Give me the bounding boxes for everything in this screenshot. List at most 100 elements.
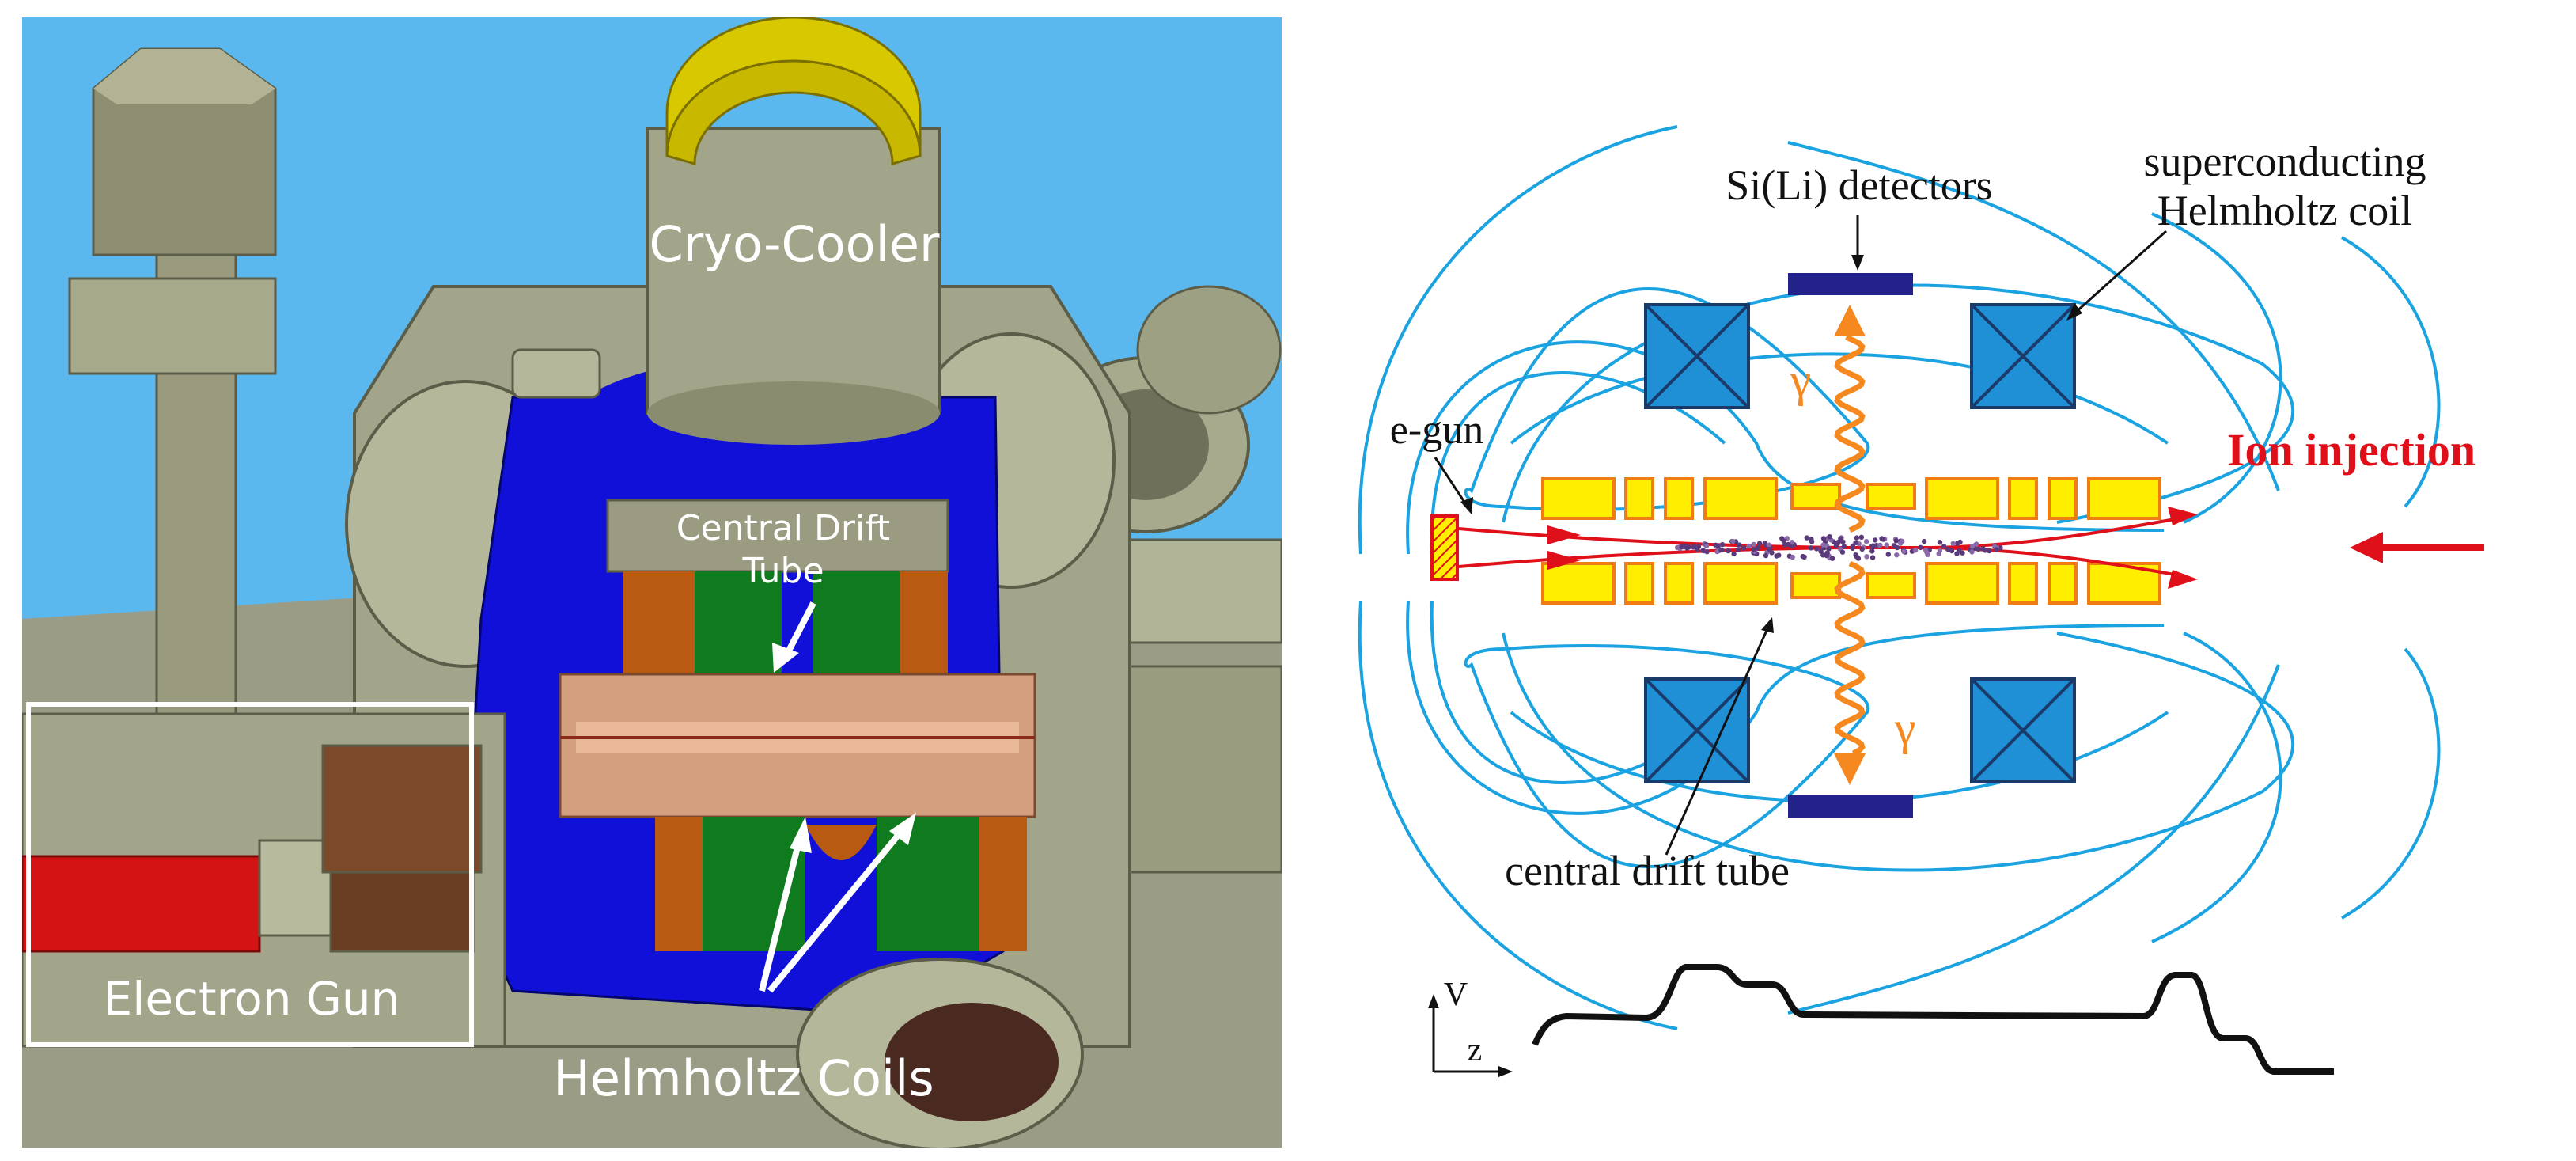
- field-line: [2341, 236, 2441, 508]
- ion-injection-arrow: [2350, 532, 2484, 563]
- ion-particle: [1891, 543, 1897, 548]
- ion-particle: [1864, 554, 1869, 560]
- cryo-cooler-label: Cryo-Cooler: [650, 215, 940, 273]
- ion-particle: [1821, 536, 1827, 541]
- ion-particle: [1827, 534, 1832, 540]
- beam-arrowhead-upper: [2168, 507, 2198, 525]
- ion-cloud: [1674, 534, 2003, 561]
- ion-particle: [1873, 537, 1878, 543]
- ion-particle: [1800, 553, 1805, 560]
- drift-tube-electrodes: [1541, 477, 2161, 605]
- field-line: [1406, 340, 2165, 555]
- helmholtz-coil-sections: [1644, 303, 2076, 783]
- central-drift-tube-label-line2: Tube: [741, 551, 824, 591]
- gamma-arrowhead-up: [1834, 305, 1866, 336]
- field-line: [2151, 632, 2282, 943]
- ion-particle: [1853, 540, 1858, 545]
- coil-section-top-right: [1970, 303, 2076, 409]
- field-line: [1787, 141, 2280, 491]
- coil-label-line1: superconducting: [2144, 138, 2426, 185]
- axis-v-label: V: [1444, 977, 1468, 1013]
- detector-bottom: [1788, 795, 1913, 818]
- cryo-cooler-tower: [511, 17, 941, 445]
- beam-arrowhead-lower: [2168, 570, 2198, 589]
- ion-particle: [1879, 536, 1885, 541]
- ion-particle: [1869, 548, 1875, 554]
- ion-particle: [1945, 546, 1951, 552]
- coil-section-top-left: [1644, 303, 1750, 409]
- ion-particle: [1731, 551, 1737, 557]
- ion-particle: [1751, 547, 1756, 552]
- ion-particle: [1994, 547, 1999, 552]
- coil-arrow-left-head: [790, 817, 812, 853]
- field-line: [2151, 212, 2282, 524]
- ion-particle: [1973, 541, 1979, 547]
- ion-particle: [1921, 538, 1927, 544]
- ion-particle: [1873, 543, 1879, 548]
- axis-v-arrowhead: [1428, 994, 1439, 1008]
- drift-tube-arrow: [782, 601, 816, 658]
- ion-particle: [1703, 543, 1710, 549]
- ion-particle: [1763, 552, 1769, 559]
- ion-particle: [1854, 535, 1860, 541]
- ion-particle: [1809, 539, 1815, 544]
- ion-particle: [1839, 549, 1846, 555]
- potential-curve: [1532, 964, 2334, 1075]
- ion-particle: [1674, 544, 1680, 551]
- field-line: [2341, 647, 2441, 920]
- ion-particle: [1987, 548, 1992, 554]
- ion-particle: [1808, 545, 1814, 551]
- coil-arrow-left: [759, 840, 802, 992]
- field-line: [1358, 601, 1678, 1030]
- gamma-wave-up: [1834, 334, 1866, 533]
- ion-particle: [1912, 548, 1919, 553]
- ion-particle: [1785, 541, 1791, 548]
- ion-particle: [1884, 542, 1889, 548]
- ion-particle: [1715, 543, 1721, 548]
- beam-arrowhead-left-lower: [1547, 551, 1581, 570]
- ion-particle: [1838, 536, 1843, 541]
- field-line: [1502, 283, 2295, 524]
- ion-particle: [1679, 544, 1684, 549]
- cad-arrows: [759, 601, 916, 993]
- field-line: [1510, 352, 2169, 445]
- ion-particle: [1789, 540, 1795, 545]
- beam-arrowhead-left-upper: [1547, 525, 1581, 544]
- gamma-photons: [1834, 305, 1866, 785]
- ion-particle: [1925, 552, 1930, 557]
- central-drift-tube-label-line1: Central Drift: [676, 508, 890, 548]
- potential-profile: [1428, 964, 2334, 1077]
- field-line: [1502, 632, 2295, 872]
- ion-particle: [1730, 538, 1736, 544]
- ion-particle: [1818, 548, 1824, 554]
- ion-particle: [1700, 548, 1706, 553]
- ion-particle: [1746, 543, 1752, 549]
- field-line: [1358, 125, 1678, 555]
- gamma-wave-down: [1834, 560, 1866, 757]
- ion-particle: [1918, 544, 1923, 550]
- bottom-port: [885, 1003, 1059, 1121]
- ion-particle: [1686, 544, 1691, 550]
- ion-particle: [1790, 554, 1795, 560]
- ion-particle: [1858, 534, 1865, 540]
- ion-particle: [1751, 541, 1756, 548]
- ion-particle: [1841, 544, 1847, 549]
- ion-particle: [1691, 544, 1697, 549]
- electron-gun-frame: [26, 702, 474, 1047]
- coil-arrow-right-head: [889, 813, 916, 845]
- ion-particle: [1900, 538, 1905, 544]
- ion-particle: [1859, 546, 1865, 552]
- ion-particle: [1766, 546, 1772, 552]
- ion-particle: [1781, 538, 1786, 544]
- pointer-lines: [1434, 215, 2168, 856]
- coil-section-bottom-left: [1644, 677, 1750, 783]
- coil-label-line2: Helmholtz coil: [2157, 187, 2412, 234]
- ion-particle: [1719, 541, 1726, 548]
- egun-label: e-gun: [1390, 408, 1483, 453]
- ion-particle: [1829, 556, 1835, 561]
- ion-particle: [1736, 547, 1741, 552]
- coil-arrow-right: [767, 830, 903, 993]
- ion-particle: [1893, 538, 1899, 544]
- drift-tube-label: central drift tube: [1505, 847, 1790, 894]
- field-line: [1464, 644, 1870, 868]
